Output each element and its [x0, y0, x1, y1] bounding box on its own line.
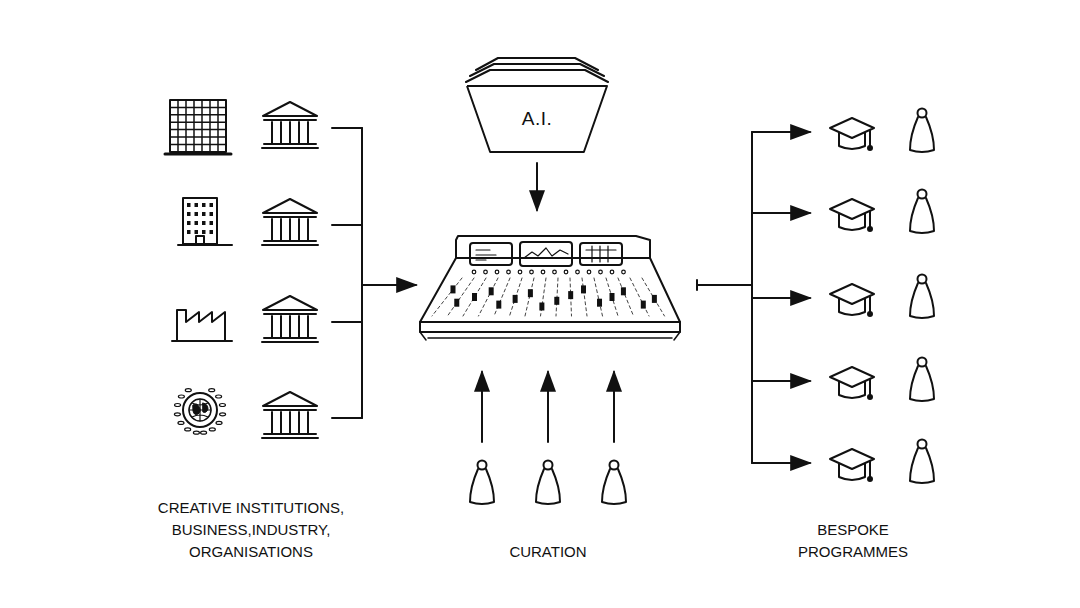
factory-ground [172, 340, 232, 342]
graduation-cap-icon [830, 367, 874, 399]
learner-icon [910, 190, 934, 234]
group-caption: CURATION [478, 541, 618, 563]
bracket-line [332, 417, 362, 419]
bracket-line [332, 321, 362, 323]
distribution-line [697, 284, 752, 286]
bracket-line [332, 127, 362, 129]
graduation-cap-icon [830, 449, 874, 481]
institution-icon [262, 102, 318, 148]
learner-icon [910, 109, 934, 153]
node-label: A.I. [522, 108, 553, 130]
office-tower-icon [165, 100, 231, 154]
graduation-cap-icon [830, 118, 874, 150]
graduation-cap-icon [830, 199, 874, 231]
ai-hopper: A.I. [466, 85, 608, 153]
learner-icon [910, 358, 934, 402]
flow-arrow [752, 212, 810, 214]
globe-emblem-icon [174, 389, 225, 435]
flow-arrow [547, 372, 549, 442]
institution-icon [262, 296, 318, 342]
flow-arrow [613, 372, 615, 442]
bracket-line [332, 224, 362, 226]
learner-icon [910, 440, 934, 484]
bracket-line [361, 128, 363, 418]
mixing-console [420, 236, 680, 340]
flow-arrow [752, 131, 810, 133]
stack-line [466, 70, 608, 82]
stack-line [470, 64, 604, 76]
group-caption: BESPOKE PROGRAMMES [788, 519, 918, 563]
institution-icon [262, 392, 318, 438]
curator-icon [536, 461, 560, 505]
institution-icon [262, 199, 318, 245]
factory-icon [177, 310, 225, 340]
flow-arrow [752, 380, 810, 382]
graduation-cap-icon [830, 284, 874, 316]
flow-arrow [752, 297, 810, 299]
learner-icon [910, 275, 934, 319]
flow-arrow [362, 284, 416, 286]
curator-icon [470, 461, 494, 505]
flow-arrow [752, 462, 810, 464]
building-icon [178, 198, 232, 245]
flow-arrow [481, 372, 483, 442]
curator-icon [602, 461, 626, 505]
flow-arrow [536, 163, 538, 210]
group-caption: CREATIVE INSTITUTIONS, BUSINESS,INDUSTRY… [131, 497, 371, 563]
stack-line [476, 58, 598, 70]
